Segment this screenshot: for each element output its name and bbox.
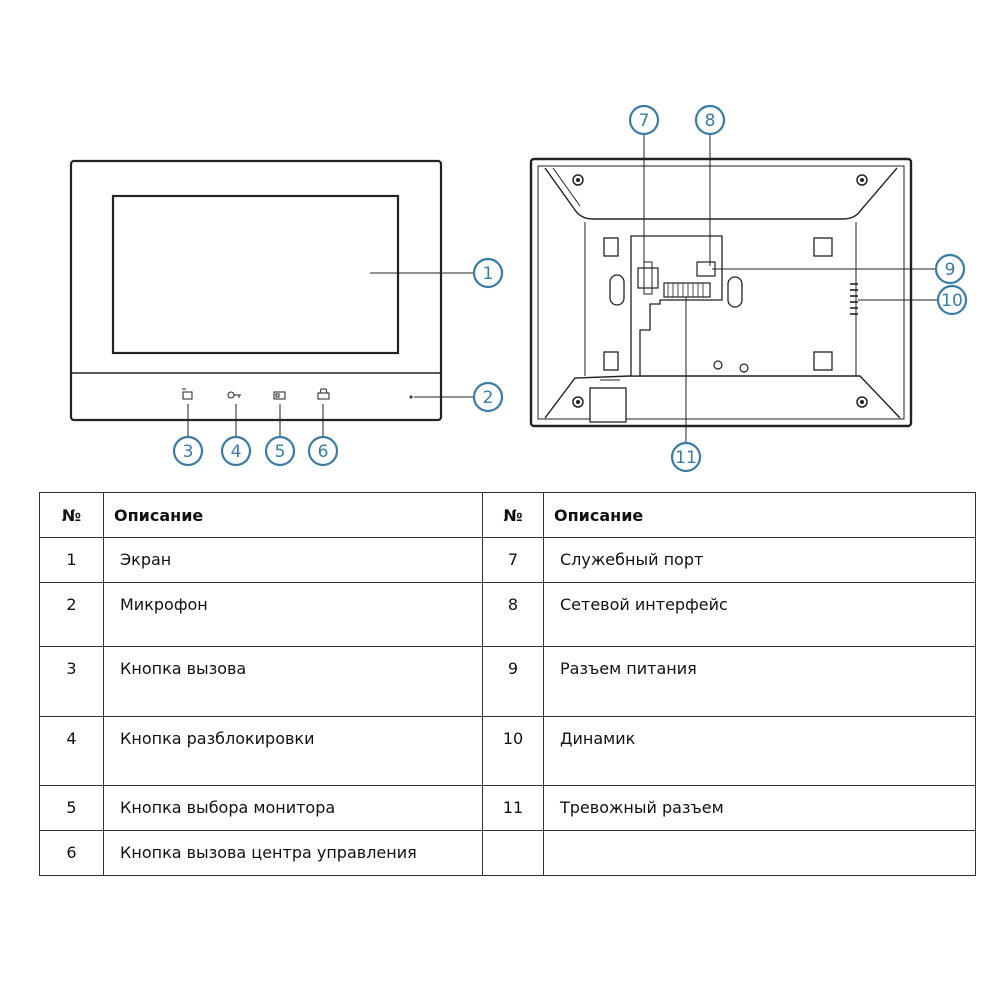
front-screen (111, 194, 400, 355)
monitor-select-icon (273, 391, 286, 400)
table-row: 1 Экран 7 Служебный порт (39, 537, 976, 583)
cell-num: 1 (39, 537, 104, 583)
callout-10-label: 10 (941, 291, 963, 311)
row-6-right-num (483, 831, 543, 843)
callout-1-label: 1 (483, 264, 494, 284)
row-6-left-num: 6 (66, 843, 77, 862)
speaker-grille (850, 283, 858, 315)
callout-11-label: 11 (675, 448, 697, 468)
leader-lines (187, 135, 937, 442)
row-2-left-desc: Микрофон (120, 595, 208, 614)
cell-num: 3 (39, 646, 104, 717)
callout-10: 10 (936, 284, 968, 316)
row-3-right-desc: Разъем питания (560, 659, 697, 678)
header-desc-right-text: Описание (554, 505, 644, 525)
row-1-left-desc: Экран (120, 550, 172, 569)
callout-6: 6 (307, 435, 339, 467)
table-row: 2 Микрофон 8 Сетевой интерфейс (39, 582, 976, 647)
cell-desc: Экран (103, 537, 483, 583)
back-view (529, 157, 913, 428)
callout-8-label: 8 (705, 111, 716, 131)
cell-desc: Кнопка вызова центра управления (103, 830, 483, 876)
callout-8: 8 (694, 104, 726, 136)
header-desc-left: Описание (103, 492, 483, 538)
call-button-icon (182, 388, 193, 400)
header-num-right: № (482, 492, 544, 538)
unlock-key-icon (227, 391, 241, 399)
row-4-left-num: 4 (66, 729, 77, 748)
cell-num: 4 (39, 716, 104, 786)
row-4-right-num: 10 (502, 729, 524, 748)
cell-desc: Кнопка выбора монитора (103, 785, 483, 831)
alarm-terminal (663, 282, 711, 298)
row-5-left-desc: Кнопка выбора монитора (120, 798, 336, 817)
row-3-right-num: 9 (507, 659, 519, 678)
cell-num: 7 (482, 537, 544, 583)
cell-desc: Динамик (543, 716, 976, 786)
callout-3-label: 3 (183, 442, 194, 462)
cell-desc: Служебный порт (543, 537, 976, 583)
table-row: 5 Кнопка выбора монитора 11 Тревожный ра… (39, 785, 976, 831)
row-5-left-num: 5 (66, 798, 77, 817)
callout-7-label: 7 (639, 111, 650, 131)
cell-num: 11 (482, 785, 544, 831)
cell-num: 9 (482, 646, 544, 717)
row-1-right-num: 7 (507, 550, 519, 569)
callout-2: 2 (472, 381, 504, 413)
row-6-left-desc: Кнопка вызова центра управления (120, 843, 417, 862)
cell-desc: Кнопка разблокировки (103, 716, 483, 786)
cell-desc: Микрофон (103, 582, 483, 647)
microphone-hole-icon (409, 395, 413, 399)
callout-1: 1 (472, 257, 504, 289)
cell-desc: Кнопка вызова (103, 646, 483, 717)
callout-6-label: 6 (318, 442, 329, 462)
table-header-row: № Описание № Описание (39, 492, 976, 538)
callout-9-label: 9 (945, 260, 956, 280)
row-6-right-desc (544, 831, 975, 843)
cell-desc: Тревожный разъем (543, 785, 976, 831)
row-2-right-desc: Сетевой интерфейс (560, 595, 728, 614)
device-diagram: 1 2 3 4 5 6 7 8 9 10 11 (69, 104, 968, 473)
cell-num (482, 830, 544, 876)
callout-11: 11 (670, 441, 702, 473)
callout-5: 5 (264, 435, 296, 467)
header-desc-right: Описание (543, 492, 976, 538)
service-port (637, 267, 659, 289)
front-view (69, 159, 443, 422)
callout-5-label: 5 (275, 442, 286, 462)
table-row: 6 Кнопка вызова центра управления (39, 830, 976, 876)
header-num-left: № (39, 492, 104, 538)
row-2-left-num: 2 (66, 595, 77, 614)
row-3-left-num: 3 (66, 659, 77, 678)
cell-num: 5 (39, 785, 104, 831)
cell-desc: Сетевой интерфейс (543, 582, 976, 647)
callout-4: 4 (220, 435, 252, 467)
row-1-right-desc: Служебный порт (560, 550, 704, 569)
table-row: 3 Кнопка вызова 9 Разъем питания (39, 646, 976, 717)
table-row: 4 Кнопка разблокировки 10 Динамик (39, 716, 976, 786)
row-5-right-desc: Тревожный разъем (560, 798, 724, 817)
callout-2-label: 2 (483, 388, 494, 408)
callout-9: 9 (934, 253, 966, 285)
row-4-left-desc: Кнопка разблокировки (120, 729, 315, 748)
callout-7: 7 (628, 104, 660, 136)
row-1-left-num: 1 (66, 550, 77, 569)
header-desc-left-text: Описание (114, 505, 204, 525)
spec-table: № Описание № Описание 1 Экран 7 Служебны… (39, 492, 976, 876)
cell-desc: Разъем питания (543, 646, 976, 717)
cell-desc (543, 830, 976, 876)
row-3-left-desc: Кнопка вызова (120, 659, 247, 678)
row-2-right-num: 8 (507, 595, 519, 614)
control-center-icon (317, 388, 330, 400)
cell-num: 2 (39, 582, 104, 647)
row-5-right-num: 11 (502, 798, 524, 817)
row-4-right-desc: Динамик (560, 729, 636, 748)
callout-4-label: 4 (231, 442, 242, 462)
cell-num: 8 (482, 582, 544, 647)
cell-num: 6 (39, 830, 104, 876)
callout-3: 3 (172, 435, 204, 467)
cell-num: 10 (482, 716, 544, 786)
